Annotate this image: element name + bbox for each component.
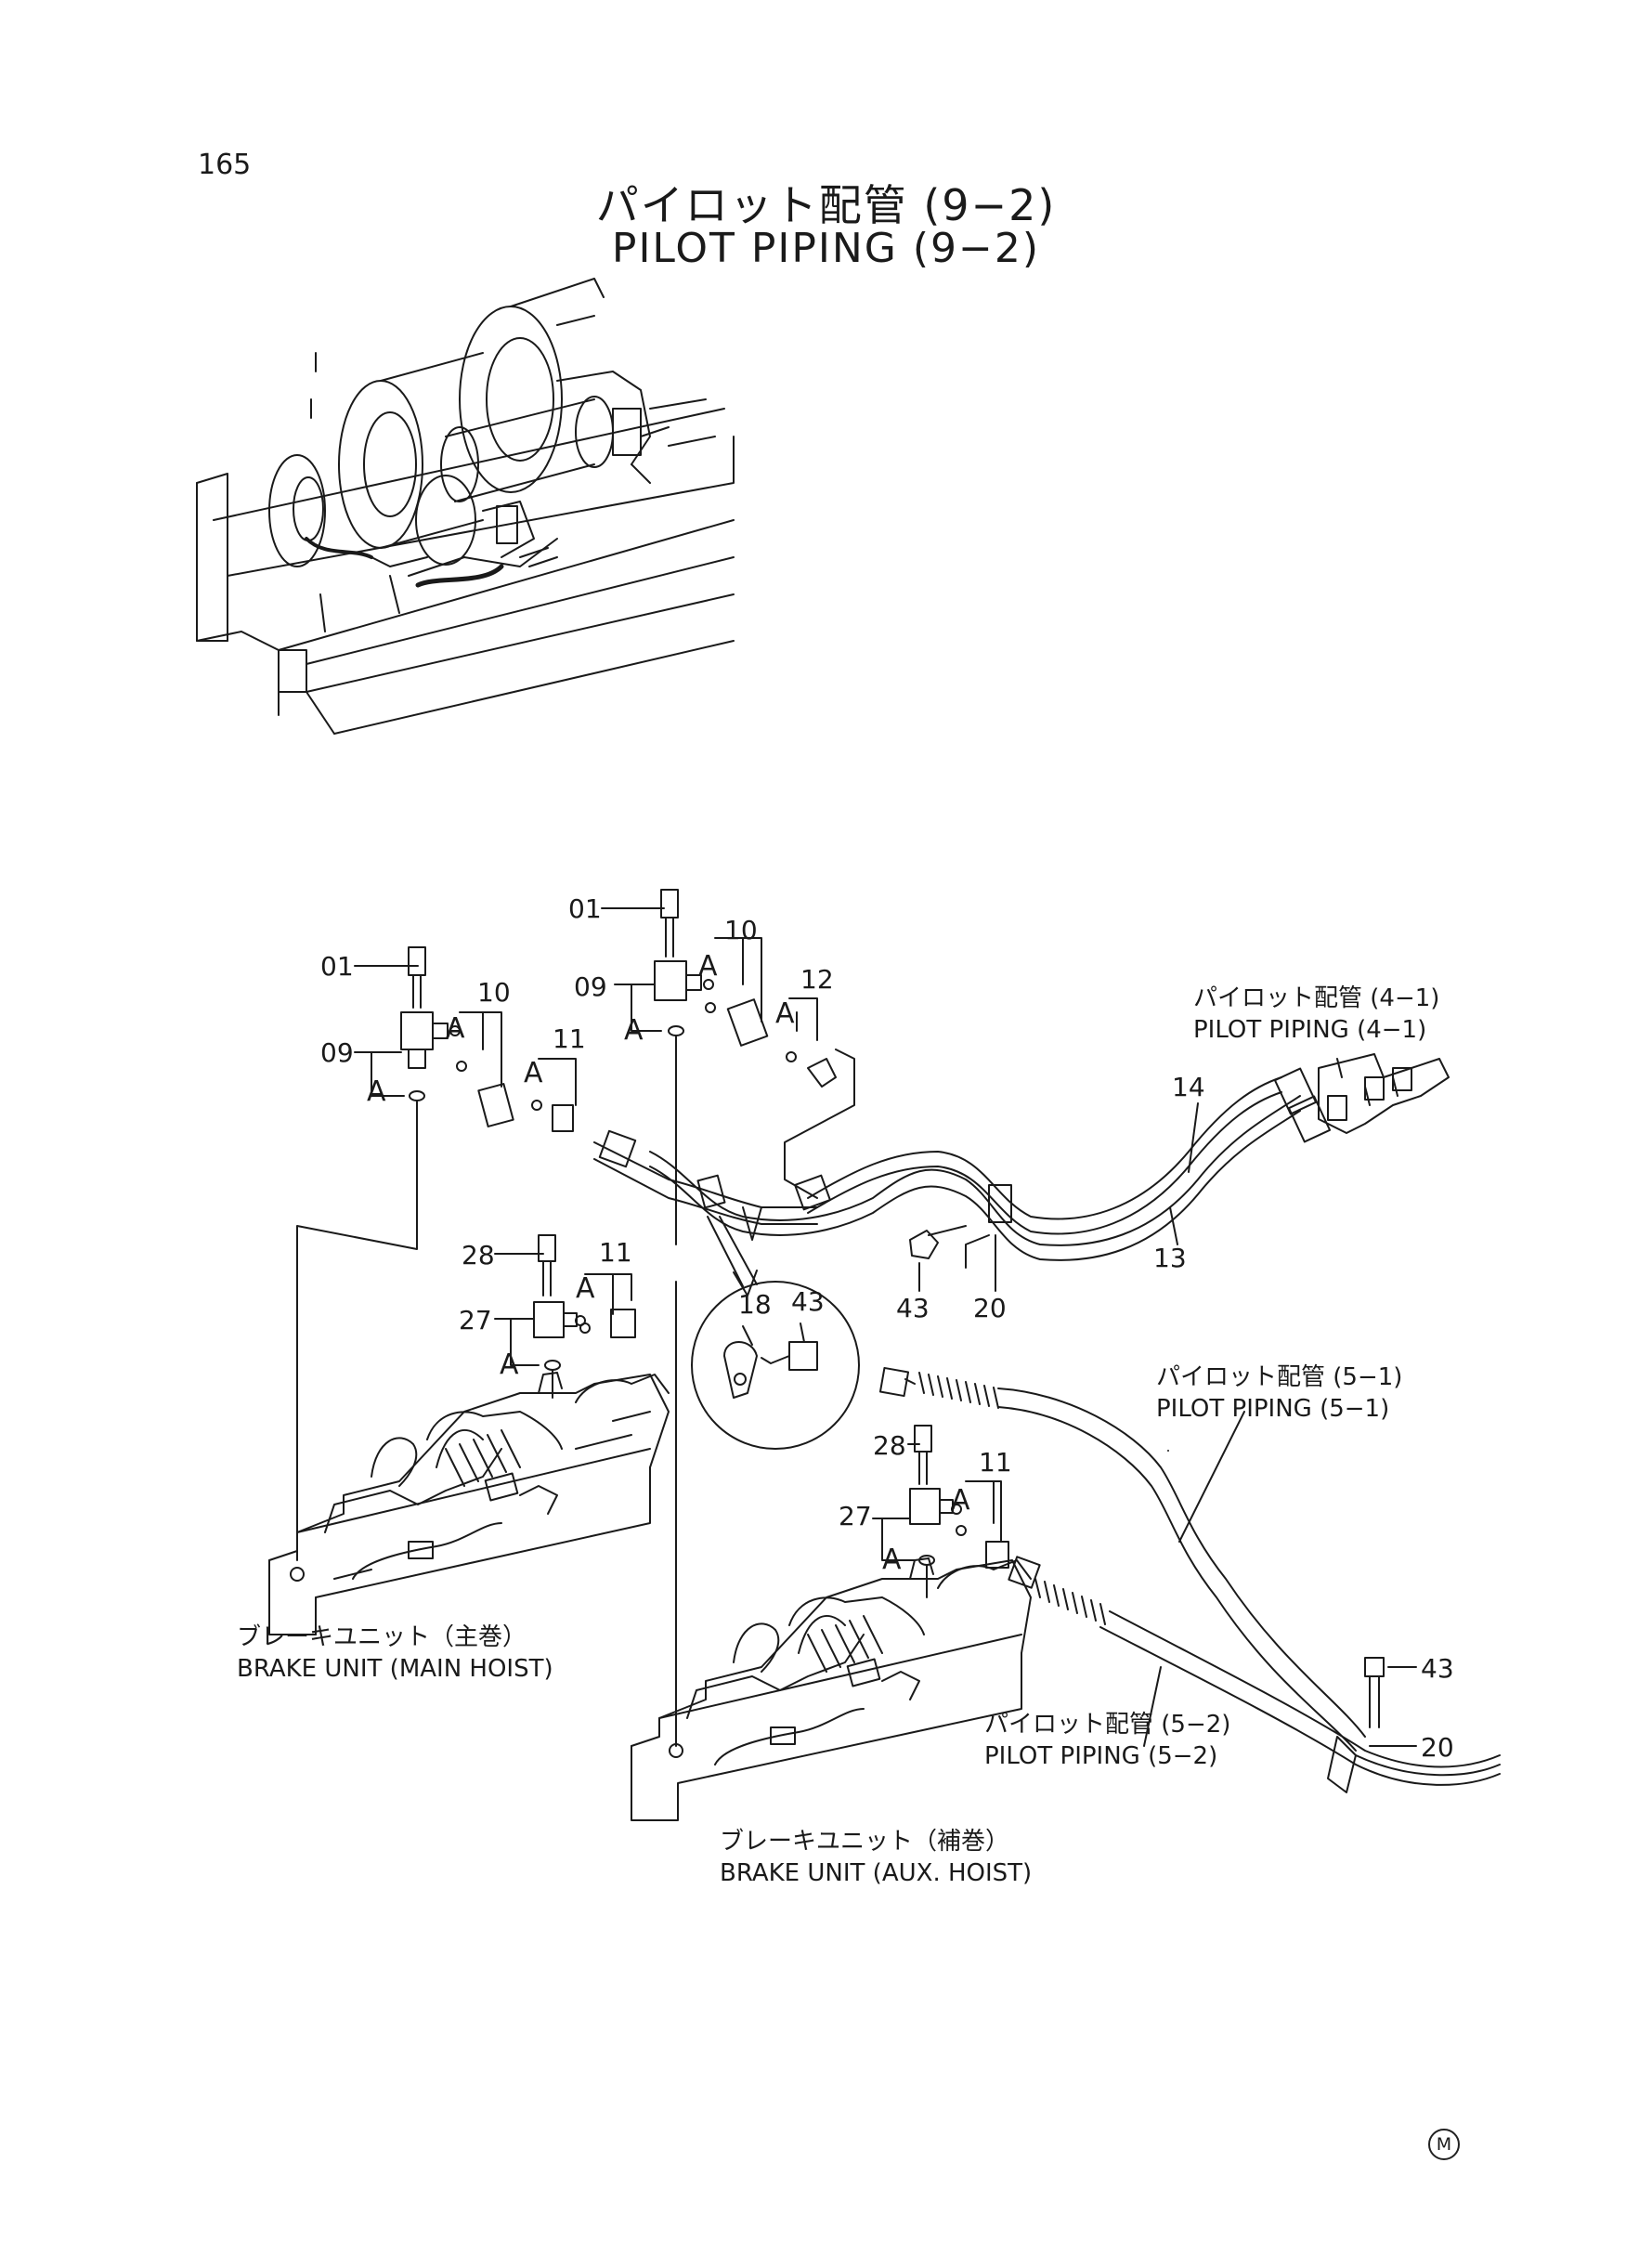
callout-letter: A xyxy=(367,1075,386,1108)
aux-fitting-group-top xyxy=(602,890,854,1746)
part-number-label: 18 xyxy=(738,1289,772,1320)
pilot-piping-5-2 xyxy=(1008,1557,1500,1792)
callout-letter: A xyxy=(624,1014,644,1047)
page-title: PILOT PIPING (9−2) xyxy=(611,225,1041,272)
part-number-label: 11 xyxy=(599,1237,632,1268)
page-title-japanese: パイロット配管 (9−2) xyxy=(595,180,1057,230)
part-number-label: 27 xyxy=(459,1305,492,1335)
brake-unit-aux-hoist-illustration xyxy=(631,1558,1031,1820)
part-number-label: 11 xyxy=(979,1447,1012,1478)
reference-label-ja: パイロット配管 (5−2) xyxy=(984,1711,1231,1739)
callout-letter: A xyxy=(698,950,718,983)
callout-letter: A xyxy=(446,1012,465,1045)
part-number-label: 11 xyxy=(553,1023,586,1054)
unit-label-ja: ブレーキユニット（補巻） xyxy=(720,1828,1010,1856)
footer-mark: M xyxy=(1428,2129,1460,2160)
callout-letter: A xyxy=(500,1348,519,1381)
part-number-label: 10 xyxy=(477,977,511,1008)
part-number-label: 09 xyxy=(320,1037,354,1068)
callout-letter: A xyxy=(951,1484,970,1517)
part-number-label: 10 xyxy=(724,915,758,945)
reference-label: PILOT PIPING (5−2) xyxy=(984,1742,1218,1770)
page-number: 165 xyxy=(198,149,252,181)
part-number-label: 13 xyxy=(1153,1243,1187,1273)
callout-letter: A xyxy=(775,997,795,1030)
part-number-label: 20 xyxy=(1421,1732,1454,1763)
brake-unit-main-hoist-illustration xyxy=(269,1373,669,1635)
part-number-label: 12 xyxy=(800,964,834,995)
part-number-label: 43 xyxy=(896,1293,930,1323)
part-number-label: 14 xyxy=(1172,1072,1205,1102)
reference-label-ja: パイロット配管 (5−1) xyxy=(1156,1363,1403,1391)
winch-overview-illustration xyxy=(197,279,734,734)
part-number-label: 28 xyxy=(873,1430,906,1461)
callout-letter: A xyxy=(576,1272,595,1305)
aux-hoist-brake-fittings xyxy=(873,1426,1008,1597)
callout-letter: A xyxy=(882,1544,902,1576)
callout-letter: A xyxy=(524,1057,543,1089)
part-number-label: 20 xyxy=(973,1293,1007,1323)
clamp-detail-view xyxy=(692,1217,859,1449)
main-hoist-brake-fittings xyxy=(495,1235,635,1398)
reference-label-ja: パイロット配管 (4−1) xyxy=(1193,984,1440,1012)
unit-label: BRAKE UNIT (AUX. HOIST) xyxy=(720,1859,1033,1887)
pilot-pipes xyxy=(650,1054,1449,1291)
unit-label-ja: ブレーキユニット（主巻） xyxy=(237,1623,527,1651)
reference-label: PILOT PIPING (4−1) xyxy=(1193,1016,1427,1044)
part-number-label: 01 xyxy=(568,893,602,924)
pilot-piping-5-1 xyxy=(880,1368,1365,1751)
part-number-label: 43 xyxy=(1421,1653,1454,1684)
unit-label: BRAKE UNIT (MAIN HOIST) xyxy=(237,1655,553,1683)
part-number-label: 27 xyxy=(839,1501,872,1531)
part-number-label: 43 xyxy=(791,1286,825,1317)
part-number-label: 01 xyxy=(320,951,354,982)
part-number-label: 09 xyxy=(574,971,607,1002)
reference-label: PILOT PIPING (5−1) xyxy=(1156,1395,1390,1423)
part-number-label: 28 xyxy=(462,1240,495,1270)
